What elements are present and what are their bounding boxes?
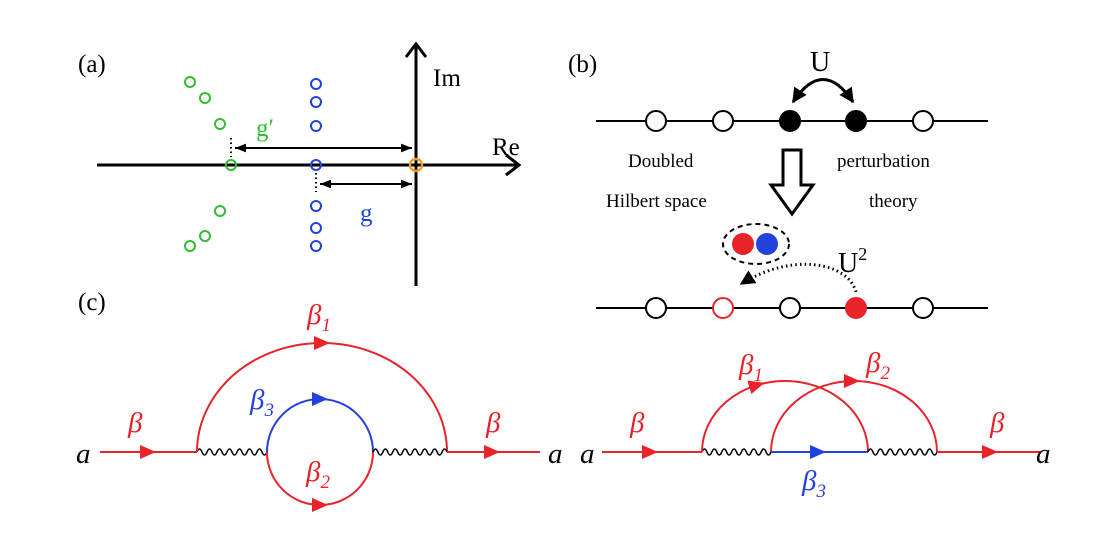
left-loop-lower-symbol: β	[305, 456, 321, 488]
green-poles	[184, 76, 237, 252]
left-outgoing-arrow-icon	[484, 445, 500, 459]
pair-blue-dot	[756, 233, 778, 255]
left-external-out-label: a	[548, 438, 563, 470]
lattice-top-site-5	[912, 110, 934, 132]
blue-pole-upper-1	[310, 78, 322, 90]
right-middle-label: β3	[801, 465, 826, 502]
feynman-diagram-left: a β β1 β3 β2 β a	[76, 299, 563, 512]
caption-left-line-2: Hilbert space	[606, 191, 707, 212]
blue-pole-lower-1	[310, 200, 322, 212]
left-outer-arc-subscript: 1	[321, 315, 331, 336]
left-loop-upper-label: β3	[249, 384, 274, 421]
green-pole-upper-3	[214, 118, 226, 130]
blue-pole-upper-3	[310, 120, 322, 132]
lattice-top-site-4-occupied	[845, 110, 867, 132]
imaginary-axis-label: Im	[433, 65, 461, 92]
left-loop-upper	[266, 398, 374, 453]
effective-hopping-base: U	[838, 248, 858, 279]
caption-left-line-1: Doubled	[628, 151, 694, 172]
right-arc-right-arrow-icon	[844, 374, 860, 388]
right-arc-left-arrow-icon	[747, 380, 765, 395]
effective-hopping-label: U2	[838, 244, 867, 279]
left-external-in-label: a	[76, 438, 91, 470]
right-outgoing-arrow-icon	[982, 445, 998, 459]
right-arc-left-symbol: β	[738, 349, 754, 381]
imaginary-axis-arrow-icon	[404, 41, 428, 58]
right-interaction-wavy-1	[701, 448, 772, 456]
hopping-label: U	[810, 47, 830, 78]
lattice-top-site-2	[712, 110, 734, 132]
caption-right-line-2: theory	[869, 191, 918, 212]
green-gap-label: g′	[256, 115, 274, 142]
feynman-diagram-right: a β β1 β2 β3 β a	[580, 347, 1051, 502]
effective-hopping-dotted-arrow	[739, 262, 858, 293]
right-arc-right-subscript: 2	[880, 363, 890, 384]
right-middle-symbol: β	[801, 465, 817, 497]
pair-dashed-ellipse	[722, 223, 790, 265]
panel-c-label: (c)	[78, 289, 106, 316]
real-axis-label: Re	[492, 134, 520, 161]
right-external-out-label: a	[1036, 438, 1051, 470]
panel-b-label: (b)	[568, 51, 597, 78]
right-arc-right-symbol: β	[865, 347, 881, 379]
green-pole-upper-1	[184, 76, 196, 88]
real-axis-arrow-icon	[505, 153, 522, 177]
right-external-in-label: a	[580, 438, 595, 470]
right-middle-arrow-icon	[810, 445, 826, 459]
lattice-top-site-1	[645, 110, 667, 132]
hopping-curved-arrow	[791, 78, 855, 104]
left-loop-upper-symbol: β	[249, 384, 265, 416]
right-arc-right-label: β2	[865, 347, 890, 384]
lattice-bottom-site-2-target	[712, 297, 734, 319]
right-arc-left-subscript: 1	[753, 365, 763, 386]
right-incoming-arrow-icon	[642, 445, 658, 459]
blue-pole-upper-2	[310, 96, 322, 108]
left-loop-upper-subscript: 3	[263, 400, 274, 421]
left-loop-lower-subscript: 2	[320, 472, 330, 493]
lattice-bottom-site-4-occupied	[845, 297, 867, 319]
right-incoming-beta: β	[629, 407, 645, 439]
origin-pole	[408, 157, 424, 173]
blue-pole-lower-2	[310, 222, 322, 234]
left-incoming-beta: β	[127, 407, 143, 439]
right-outgoing-beta: β	[989, 407, 1005, 439]
left-interaction-wavy-2	[372, 448, 448, 456]
panel-c: (c) a β β1 β3 β2 β a a	[76, 289, 1051, 512]
pair-red-dot	[732, 233, 754, 255]
left-outer-arc-arrow-icon	[314, 336, 330, 350]
panel-b: (b) U Doubled Hilbert space perturbation…	[568, 47, 988, 319]
green-pole-axis	[225, 159, 237, 171]
right-interaction-wavy-2	[867, 448, 938, 456]
green-pole-lower-1	[214, 205, 226, 217]
left-interaction-wavy-1	[196, 448, 268, 456]
right-arc-right	[770, 380, 938, 453]
left-outer-arc-symbol: β	[306, 299, 322, 331]
lattice-bottom-site-1	[645, 297, 667, 319]
lattice-bottom-site-3	[779, 297, 801, 319]
green-pole-lower-3	[184, 240, 196, 252]
right-arc-left	[701, 380, 869, 453]
blue-pole-axis	[310, 159, 322, 171]
left-incoming-arrow-icon	[140, 445, 156, 459]
right-arc-left-label: β1	[738, 349, 763, 386]
hollow-down-arrow-icon	[768, 148, 816, 217]
right-middle-subscript: 3	[815, 481, 826, 502]
lattice-bottom-site-5	[912, 297, 934, 319]
panel-a-label: (a)	[78, 51, 106, 78]
green-pole-upper-2	[199, 92, 211, 104]
blue-pole-lower-3	[310, 240, 322, 252]
left-outer-arc-label: β1	[306, 299, 331, 336]
left-loop-upper-arrow-icon	[312, 392, 328, 406]
lattice-top-site-3-occupied	[779, 110, 801, 132]
green-pole-lower-2	[199, 230, 211, 242]
left-loop-lower-arrow-icon	[312, 498, 328, 512]
caption-right-line-1: perturbation	[837, 151, 930, 172]
blue-gap-label: g	[360, 200, 373, 227]
panel-a: (a) Im Re g′ g	[78, 41, 522, 286]
left-outgoing-beta: β	[485, 407, 501, 439]
left-loop-lower-label: β2	[305, 456, 330, 493]
blue-poles	[310, 78, 322, 252]
effective-hopping-exponent: 2	[858, 244, 867, 264]
